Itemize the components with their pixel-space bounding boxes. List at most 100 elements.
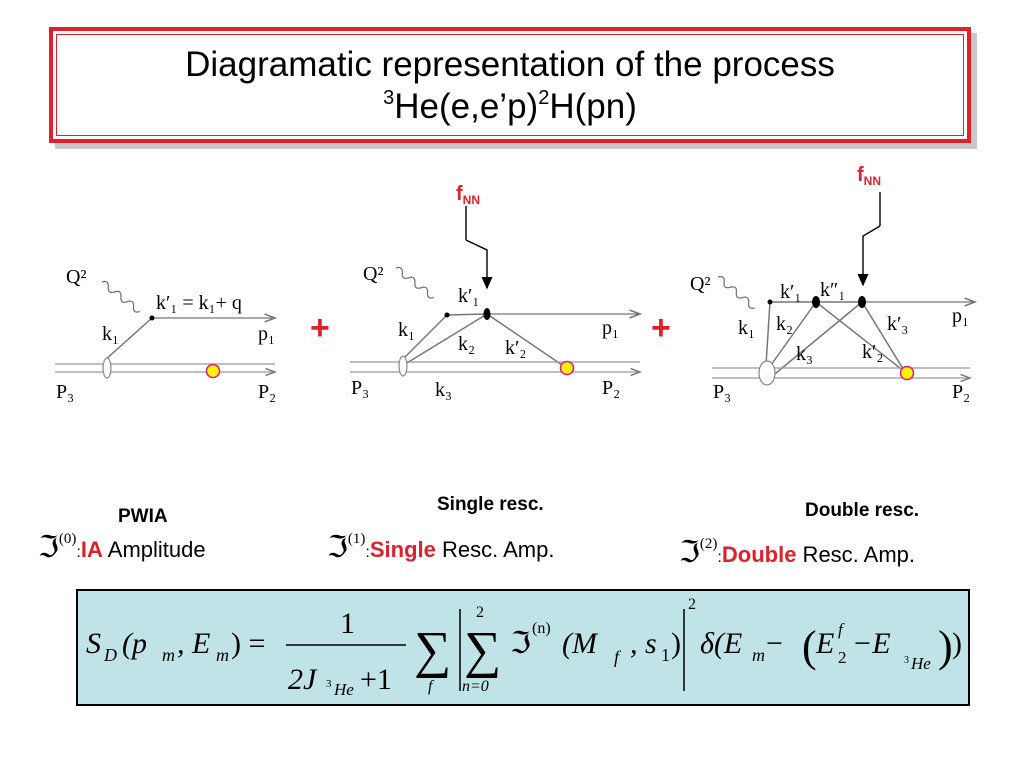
double-p1-label: p₁ — [952, 305, 969, 327]
amplitude-1: ℑ(1):Single Resc. Amp. — [327, 530, 554, 565]
formula-sum-n: ∑ — [464, 622, 501, 679]
double-P2-label: P₂ — [952, 381, 970, 403]
double-fnn-zigzag — [857, 225, 881, 287]
plus-sign-1: + — [310, 309, 330, 347]
single-k2p-label: k′₂ — [505, 337, 526, 359]
formula-den-sup3: 3 — [326, 678, 332, 690]
plus-sign-2: + — [651, 309, 671, 347]
formula-close-eq: ) = — [231, 627, 265, 660]
single-fnn-label: fNN — [456, 183, 480, 207]
formula-S: S — [86, 627, 101, 660]
formula-den-He: He — [333, 680, 354, 699]
title-part-a: He(e,e’p) — [394, 87, 539, 126]
formula-abs-sup: 2 — [688, 596, 696, 613]
formula-big-paren-close: ) — [938, 622, 953, 671]
single-k1-line — [401, 314, 448, 361]
amp2-colon: : — [717, 549, 722, 566]
double-photon — [717, 275, 755, 309]
single-diagram: fNN Q² k′₁ k₁ p₁ k₂ k′₂ P₃ k₃ P₂ — [350, 183, 640, 401]
single-photon — [395, 266, 435, 299]
pwia-caption: PWIA — [118, 506, 168, 527]
double-k3-line — [769, 301, 863, 379]
formula-D: D — [103, 645, 117, 665]
double-fnn-label: fNN — [857, 164, 881, 188]
double-caption: Double resc. — [805, 500, 920, 521]
spectral-function-formula-box: S D (p m , E m ) = 1 2J 3 He +1 ∑ f 2 ∑ … — [76, 589, 970, 706]
double-first-rescatter-vertex — [812, 296, 820, 308]
formula-m1: m — [162, 645, 175, 665]
title-line-2: 3He(e,e’p)2H(pn) — [53, 87, 967, 127]
double-nucleus-vertex — [758, 360, 776, 386]
double-k1-vertex — [767, 299, 773, 305]
formula-inner-close: ) — [671, 627, 681, 660]
double-k2-line — [765, 301, 817, 373]
formula-sum-bot: n=0 — [462, 678, 489, 695]
single-rescatter-vertex — [483, 308, 491, 320]
single-fnn-zigzag — [465, 239, 493, 290]
single-q-label: Q² — [363, 263, 383, 285]
formula-E2: E — [815, 627, 834, 660]
double-diagram: fNN Q² k′₁ k″₁ p₁ k₁ k₂ k′₃ k₃ k′₂ P₃ P₂ — [690, 164, 975, 403]
pwia-q-label: Q² — [66, 266, 86, 288]
formula-args: (p — [122, 627, 147, 660]
double-spectator-nucleon — [899, 365, 915, 381]
double-P3-label: P₃ — [713, 381, 731, 403]
single-caption: Single resc. — [437, 494, 544, 515]
double-k1-line — [765, 301, 771, 366]
single-P3-label: P₃ — [351, 377, 369, 399]
single-nucleus-vertex — [398, 355, 408, 377]
single-spectator-nucleon — [559, 360, 575, 376]
single-k1p-label: k′₁ — [458, 285, 479, 307]
double-k3p-label: k′₃ — [887, 313, 908, 335]
pwia-vertex — [149, 315, 155, 321]
formula-delta-m: m — [752, 645, 765, 665]
amp2-red: Double — [721, 542, 797, 567]
single-k3-label: k₃ — [435, 379, 452, 401]
double-k2p-line — [815, 301, 906, 373]
double-k2p-label: k′₂ — [862, 341, 883, 363]
title-line-1: Diagramatic representation of the proces… — [185, 45, 835, 84]
double-k1-label: k₁ — [738, 317, 755, 339]
formula-sum-f-index: f — [428, 678, 435, 695]
formula-m2: m — [216, 645, 229, 665]
amp0-colon: : — [76, 544, 81, 561]
pwia-P2-label: P₂ — [258, 381, 276, 403]
formula-inner-1: 1 — [661, 645, 670, 665]
pwia-keq-label: k′₁ = k₁+ q — [156, 292, 242, 314]
amp1-rest: Resc. Amp. — [435, 537, 555, 562]
double-k3-label: k₃ — [796, 343, 813, 365]
amp0-rest: Amplitude — [102, 537, 206, 562]
formula-inner-f: f — [614, 647, 622, 667]
formula-sum-f: ∑ — [414, 622, 451, 679]
formula-sum-top: 2 — [476, 604, 484, 621]
formula-final-paren: ) — [952, 627, 962, 660]
amp1-sup: (1) — [347, 531, 366, 547]
pwia-k1-label: k₁ — [102, 323, 119, 345]
formula-E2-sup: f — [838, 620, 845, 639]
formula-delta-minus: − — [766, 627, 783, 660]
title-part-b: H(pn) — [549, 87, 637, 126]
single-k2-line — [401, 313, 488, 367]
single-k2p-line — [486, 313, 566, 368]
double-k1p-label: k′₁ — [780, 281, 801, 303]
formula-E2-sub: 2 — [838, 648, 847, 667]
amp2-rest: Resc. Amp. — [796, 542, 916, 567]
single-k1p-line — [446, 313, 488, 316]
double-q-label: Q² — [690, 273, 710, 295]
spectral-function-formula: S D (p m , E m ) = 1 2J 3 He +1 ∑ f 2 ∑ … — [86, 596, 962, 699]
formula-num: 1 — [340, 607, 355, 640]
formula-He-sub: He — [910, 654, 931, 673]
formula-inner-s: , s — [630, 627, 657, 660]
pwia-p1-label: p₁ — [258, 323, 275, 345]
amp1-symbol: ℑ — [327, 530, 348, 565]
amp2-symbol: ℑ — [679, 535, 700, 570]
double-k3p-line — [861, 301, 906, 373]
amp0-red: IA — [80, 537, 103, 562]
single-k1p-vertex — [444, 312, 450, 318]
single-k2-label: k₂ — [458, 333, 475, 355]
pwia-k1-line — [104, 317, 153, 361]
formula-minus-E: −E — [852, 627, 891, 660]
pwia-spectator-nucleon — [205, 363, 221, 379]
amp0-sup: (0) — [58, 531, 77, 547]
amp1-red: Single — [369, 537, 436, 562]
